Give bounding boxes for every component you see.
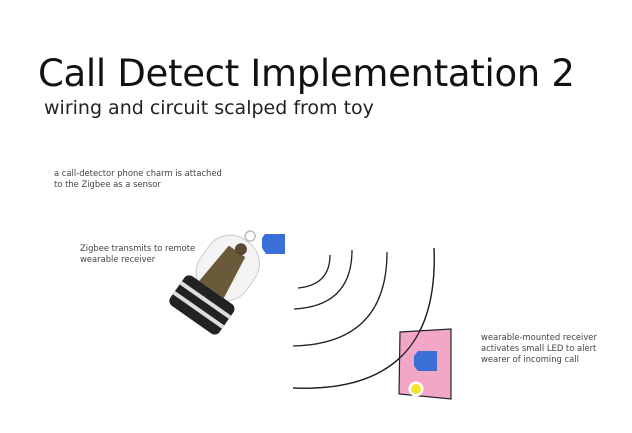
wearable-receiver — [292, 247, 452, 400]
receiver-module-icon — [414, 351, 437, 371]
phone-charm-toy-image — [169, 230, 260, 335]
slide-title: Call Detect Implementation 2 — [38, 52, 575, 95]
charm-note: a call-detector phone charm is attached … — [54, 168, 222, 189]
slide-subtitle: wiring and circuit scalped from toy — [44, 97, 374, 119]
zigbee-module-icon — [262, 234, 285, 254]
receiver-note: wearable-mounted receiver activates smal… — [481, 332, 597, 364]
transmit-note: Zigbee transmits to remote wearable rece… — [80, 243, 196, 264]
